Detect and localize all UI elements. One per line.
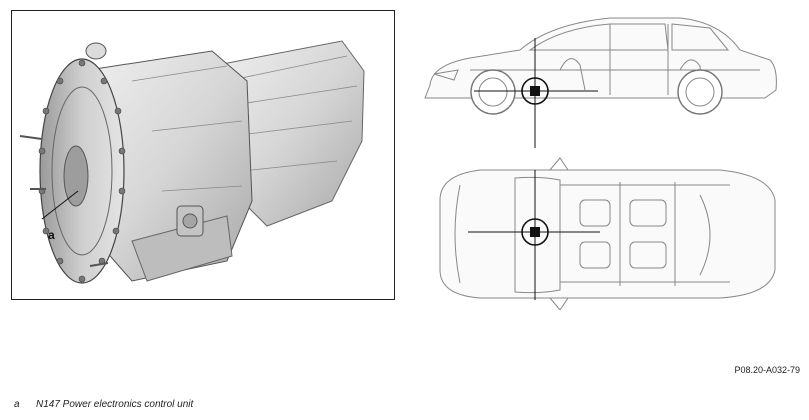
- figure-code: P08.20-A032-79: [734, 365, 800, 375]
- callout-label-a: a: [48, 228, 55, 242]
- car-side-view: [424, 17, 777, 115]
- legend-key: a: [14, 399, 20, 410]
- legend-text: N147 Power electronics control unit: [36, 399, 194, 410]
- transmission-illustration: [19, 40, 365, 284]
- crosshair-marker-icon: [468, 170, 600, 300]
- legend: a N147 Power electronics control unit: [14, 399, 193, 410]
- transmission-panel: a: [11, 10, 395, 300]
- car-top-view: [439, 157, 776, 310]
- crosshair-marker-icon: [474, 38, 598, 148]
- vehicle-location-panel: [410, 10, 800, 310]
